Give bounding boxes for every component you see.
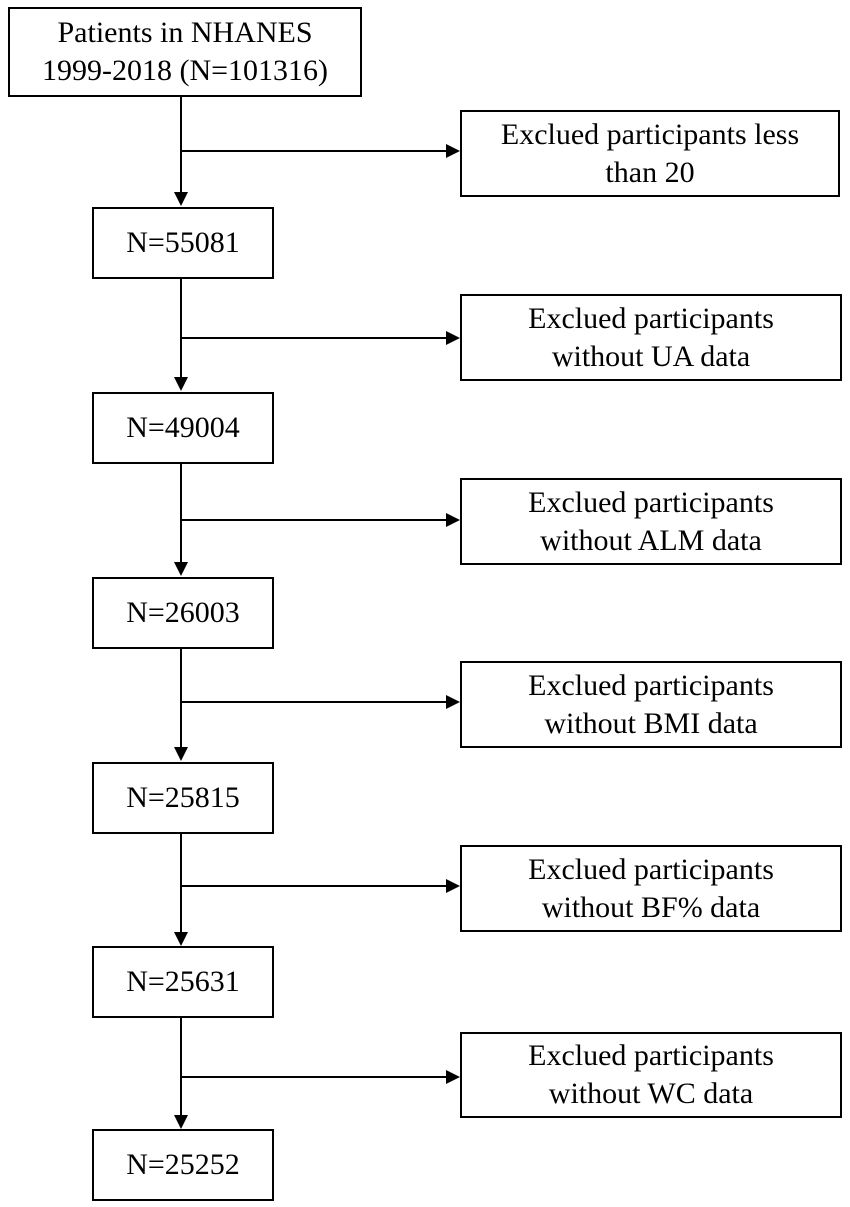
connector-horizontal xyxy=(180,150,446,152)
remaining-box-4: N=25815 xyxy=(92,762,274,834)
exclusion-box-1: Exclued participants less than 20 xyxy=(460,110,840,197)
connector-horizontal xyxy=(180,701,446,703)
exclusion-box-6-line1: Exclued participants xyxy=(528,1039,774,1072)
start-box-line1: Patients in NHANES xyxy=(57,16,313,49)
remaining-box-1: N=55081 xyxy=(92,207,274,279)
arrow-down xyxy=(174,932,188,946)
connector-vertical xyxy=(180,1018,182,1115)
remaining-box-5-label: N=25631 xyxy=(126,965,240,998)
remaining-box-1-label: N=55081 xyxy=(126,226,240,259)
connector-vertical xyxy=(180,649,182,747)
connector-vertical xyxy=(180,279,182,377)
remaining-box-4-label: N=25815 xyxy=(126,781,240,814)
arrow-right xyxy=(446,331,460,345)
exclusion-box-2: Exclued participants without UA data xyxy=(460,294,842,381)
exclusion-box-5-line1: Exclued participants xyxy=(528,852,774,886)
exclusion-box-3-line1: Exclued participants xyxy=(528,485,774,519)
exclusion-box-1-line2: than 20 xyxy=(605,155,695,189)
connector-horizontal xyxy=(180,885,446,887)
start-box: Patients in NHANES 1999-2018 (N=101316) xyxy=(8,7,362,97)
arrow-down xyxy=(174,377,188,391)
exclusion-box-6: Exclued participants without WC data xyxy=(460,1032,842,1118)
connector-horizontal xyxy=(180,1076,446,1078)
remaining-box-2-label: N=49004 xyxy=(126,411,240,444)
arrow-down xyxy=(174,192,188,206)
exclusion-box-3: Exclued participants without ALM data xyxy=(460,478,842,565)
start-box-line2: 1999-2018 (N=101316) xyxy=(41,54,329,87)
remaining-box-6-label: N=25252 xyxy=(126,1148,240,1181)
connector-vertical xyxy=(180,464,182,562)
arrow-down xyxy=(174,562,188,576)
exclusion-box-3-line2: without ALM data xyxy=(540,523,762,557)
exclusion-box-5: Exclued participants without BF% data xyxy=(460,845,842,932)
exclusion-box-4-line2: without BMI data xyxy=(544,706,758,740)
remaining-box-5: N=25631 xyxy=(92,946,274,1018)
arrow-right xyxy=(446,879,460,893)
exclusion-box-1-line1: Exclued participants less xyxy=(500,117,800,151)
connector-horizontal xyxy=(180,337,446,339)
connector-horizontal xyxy=(180,519,446,521)
exclusion-box-5-line2: without BF% data xyxy=(541,890,761,924)
arrow-down xyxy=(174,747,188,761)
arrow-right xyxy=(446,144,460,158)
arrow-down xyxy=(174,1115,188,1129)
arrow-right xyxy=(446,695,460,709)
remaining-box-3: N=26003 xyxy=(92,577,274,649)
exclusion-box-6-line2: without WC data xyxy=(548,1077,754,1110)
exclusion-box-2-line2: without UA data xyxy=(551,339,751,373)
remaining-box-3-label: N=26003 xyxy=(126,596,240,629)
arrow-right xyxy=(446,513,460,527)
arrow-right xyxy=(446,1070,460,1084)
exclusion-box-4-line1: Exclued participants xyxy=(528,668,774,702)
exclusion-box-4: Exclued participants without BMI data xyxy=(460,661,842,748)
connector-vertical xyxy=(180,834,182,932)
remaining-box-2: N=49004 xyxy=(92,392,274,464)
connector-vertical xyxy=(180,97,182,192)
remaining-box-6: N=25252 xyxy=(92,1129,274,1201)
exclusion-box-2-line1: Exclued participants xyxy=(528,301,774,335)
